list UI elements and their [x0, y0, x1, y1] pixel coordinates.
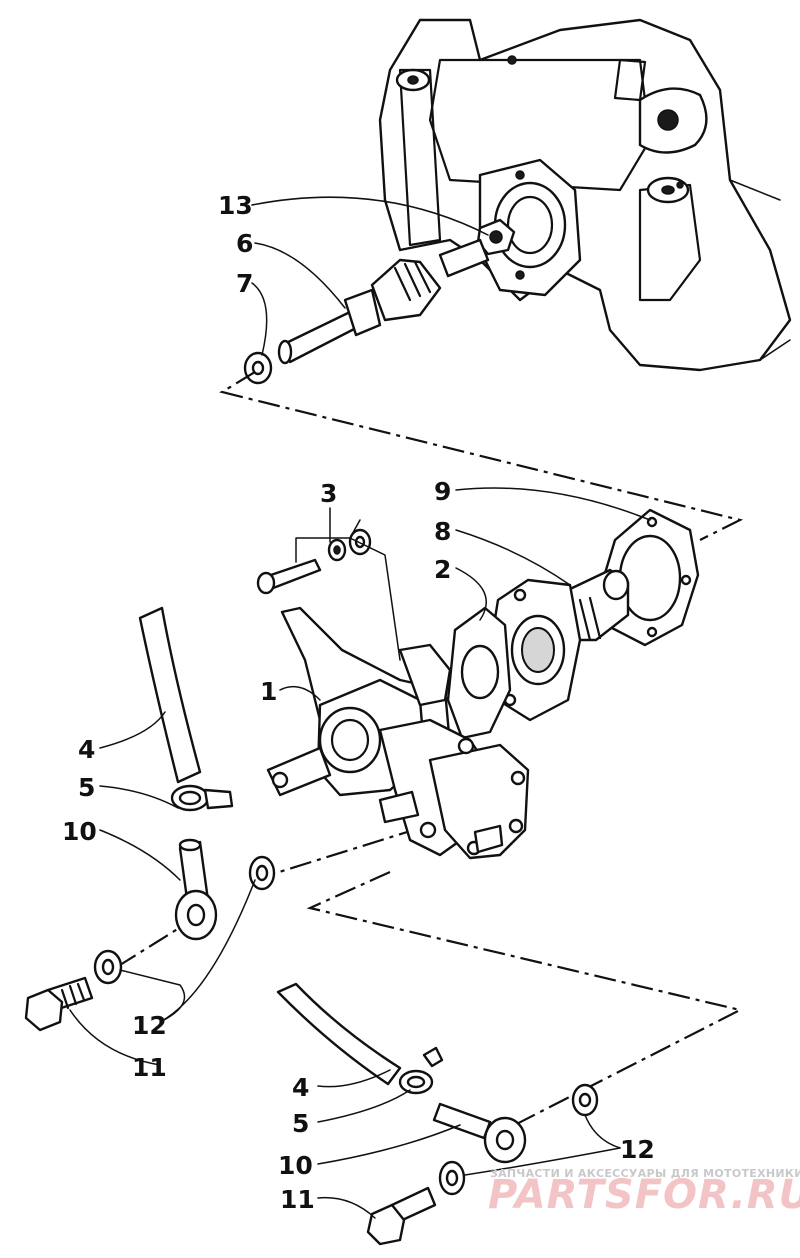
callout-1: 1: [260, 677, 277, 706]
leader-lines: [69, 196, 651, 1219]
alignment-line-upper: [219, 371, 744, 541]
callout-4-upper: 4: [78, 735, 95, 764]
callout-12-upper: 12: [132, 1011, 167, 1040]
part-1-oil-pump: [266, 606, 530, 860]
part-11-banjo-bolt-upper: [24, 976, 94, 1032]
callout-10-lower: 10: [278, 1151, 313, 1180]
callout-3: 3: [320, 479, 337, 508]
callout-9: 9: [434, 477, 451, 506]
part-5-clamp-upper: [170, 784, 234, 812]
callout-11-upper: 11: [132, 1053, 167, 1082]
callout-13: 13: [218, 191, 253, 220]
part-3-screw-and-washers: [256, 528, 372, 595]
watermark-brand: PARTSFOR.RU: [488, 1172, 800, 1218]
part-6-drive-shaft: [277, 238, 490, 365]
callout-7: 7: [236, 269, 253, 298]
callout-4-lower: 4: [292, 1073, 309, 1102]
callout-5-upper: 5: [78, 773, 95, 802]
part-5-clamp-lower: [398, 1046, 444, 1095]
callout-8: 8: [434, 517, 451, 546]
part-12-washers-lower: [438, 1083, 599, 1196]
callout-5-lower: 5: [292, 1109, 309, 1138]
part-12-washers-upper: [93, 855, 276, 985]
callout-12-lower: 12: [620, 1135, 655, 1164]
part-7-washer: [243, 351, 273, 385]
part-4-hose-lower: [276, 982, 402, 1086]
part-2-gasket: [446, 606, 512, 740]
callout-11-lower: 11: [280, 1185, 315, 1214]
callout-2: 2: [434, 555, 451, 584]
part-10-banjo-fitting-lower: [432, 1102, 527, 1164]
watermark: ЗАПЧАСТИ И АКСЕССУАРЫ ДЛЯ МОТОТЕХНИКИ PA…: [488, 1167, 800, 1218]
part-11-banjo-bolt-lower: [366, 1186, 437, 1246]
callout-10-upper: 10: [62, 817, 97, 846]
alignment-line-lower: [306, 870, 744, 1136]
alignment-line-middle: [259, 826, 421, 880]
part-10-banjo-fitting-upper: [174, 838, 218, 941]
engine-housing: [378, 18, 792, 372]
part-8-adapter: [488, 568, 630, 722]
callout-6: 6: [236, 229, 253, 258]
callout-labels: 13 6 7 3 9 8 2 1 4 5 10 12 11 4 5 10 11 …: [62, 191, 655, 1214]
part-4-hose-upper: [138, 606, 202, 784]
watermark-subtitle: ЗАПЧАСТИ И АКСЕССУАРЫ ДЛЯ МОТОТЕХНИКИ: [490, 1167, 800, 1180]
